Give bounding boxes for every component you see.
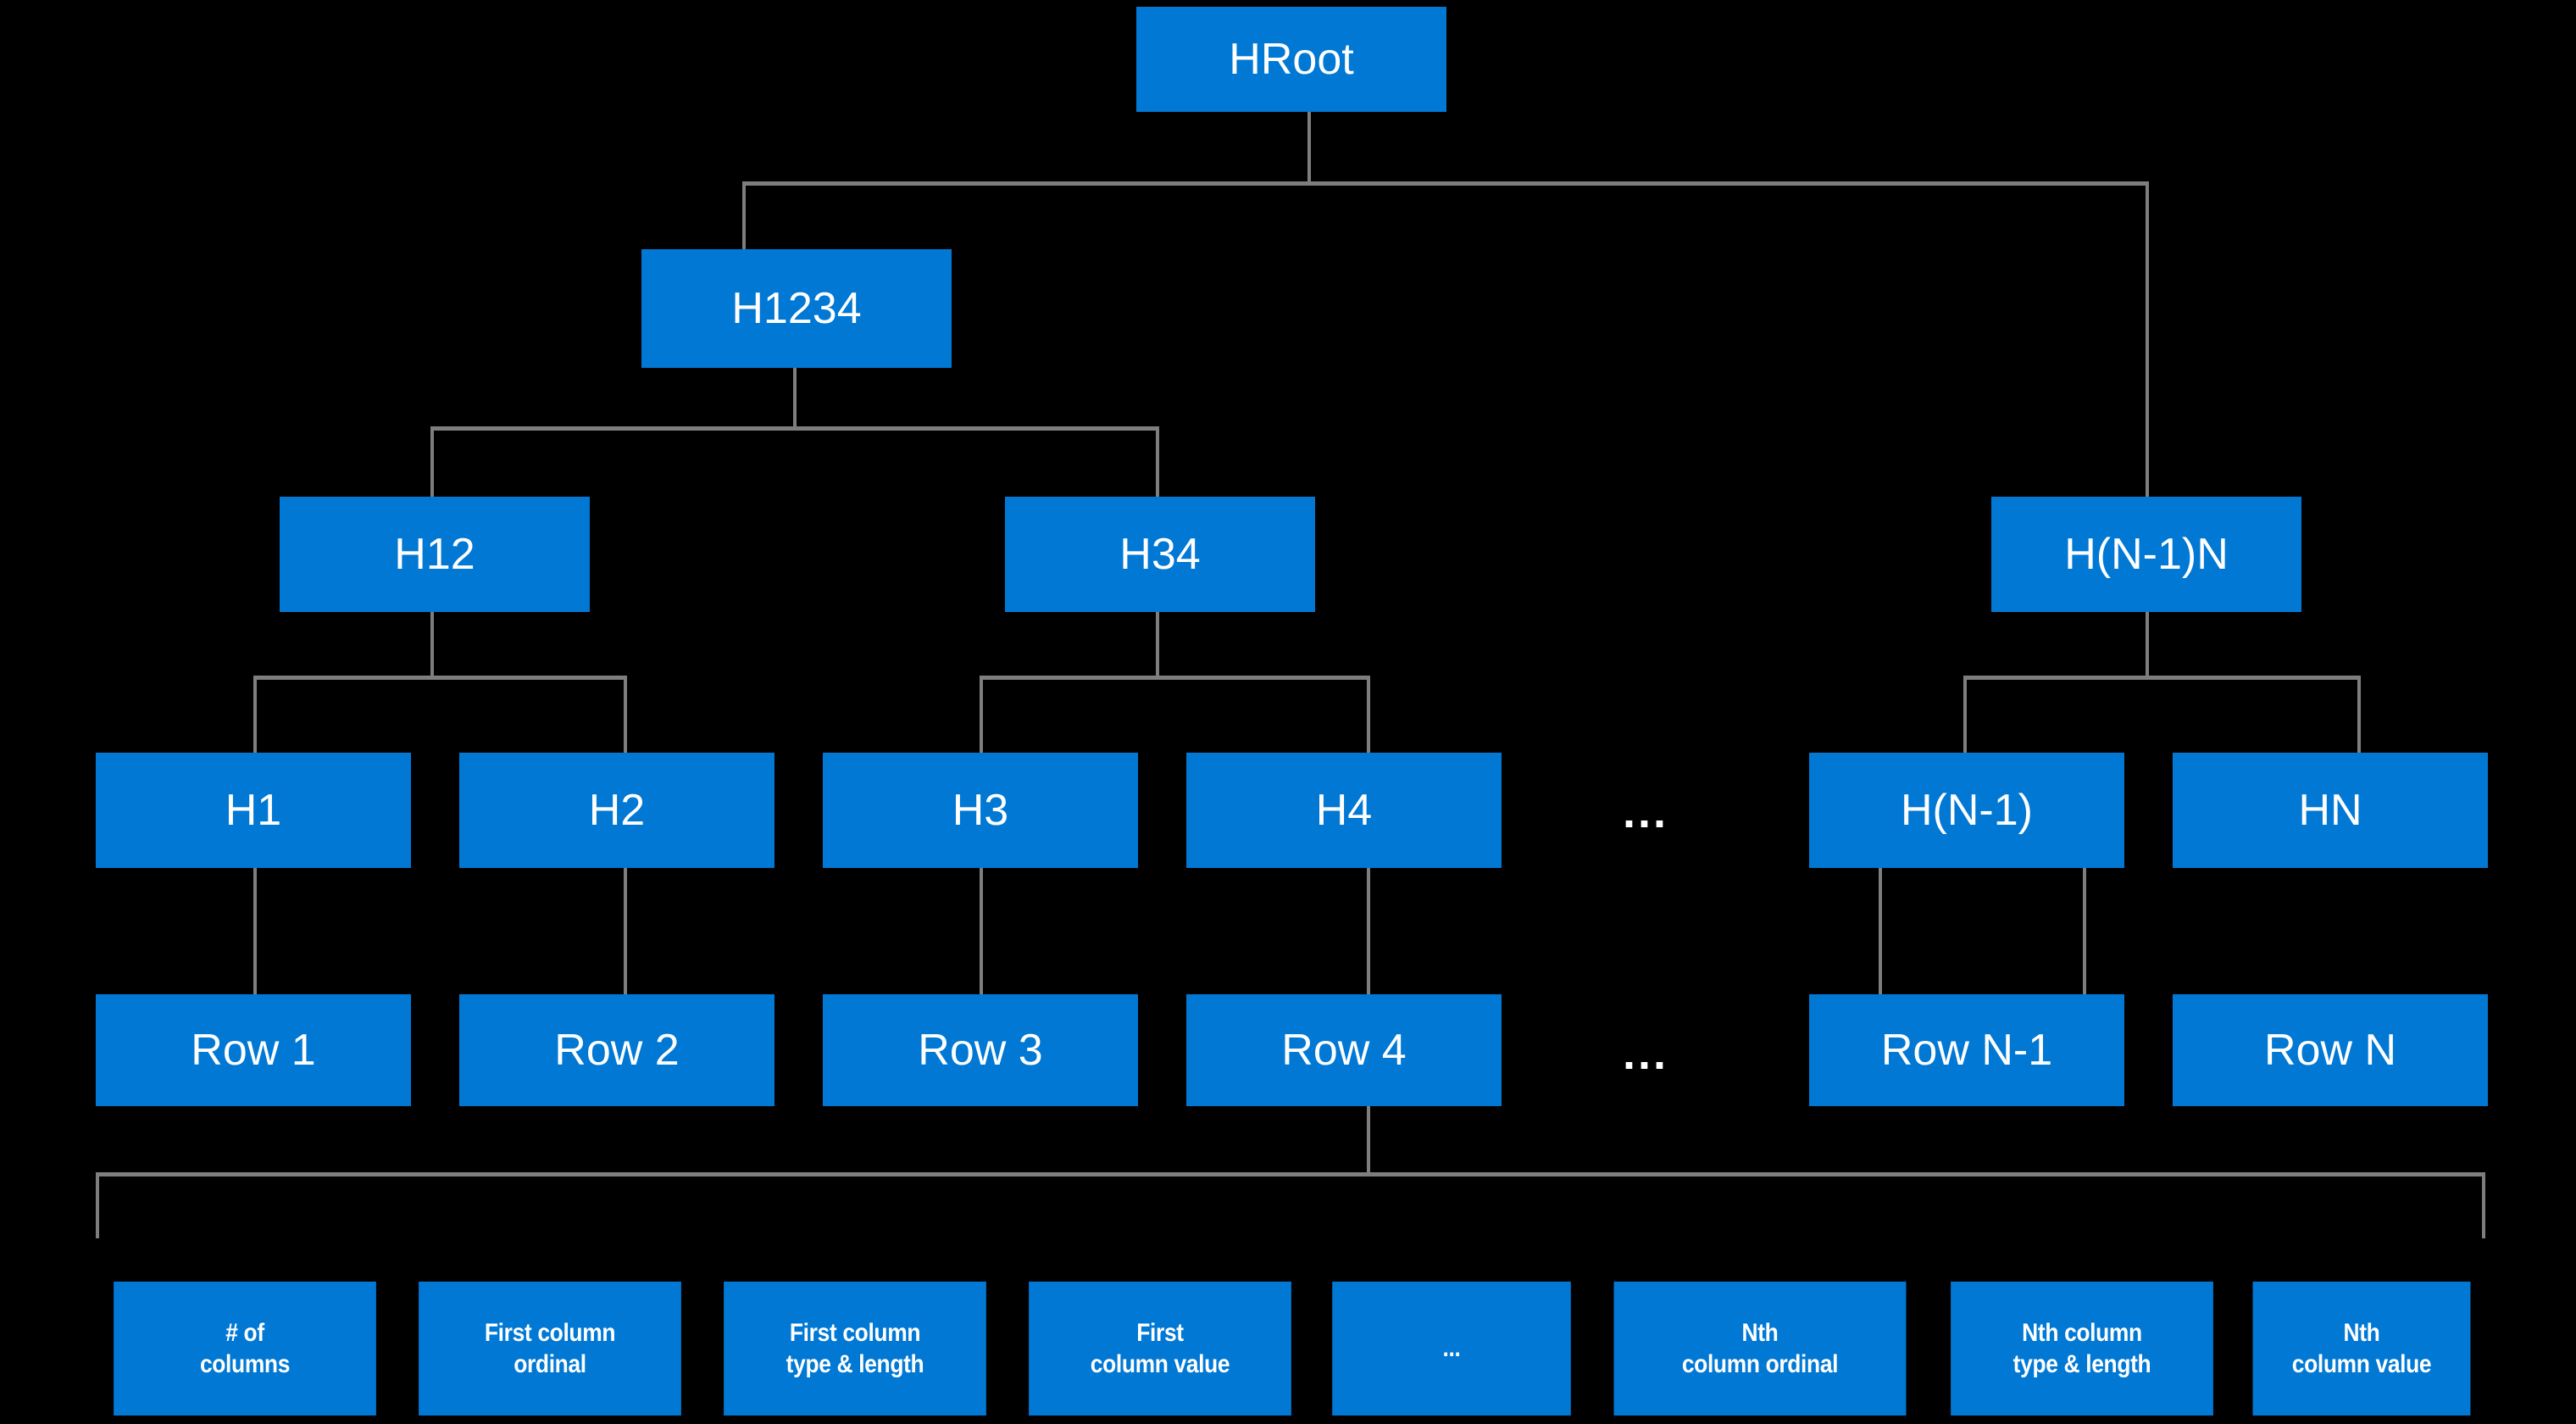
connector-h4-to-row4: [1367, 868, 1370, 995]
connector-h34-bus: [980, 676, 1370, 680]
cell-line-1: Nth column: [2022, 1318, 2142, 1347]
cell-line-2: column value: [1090, 1350, 1230, 1378]
cell-line-1: # of: [225, 1318, 264, 1347]
node-row-2[interactable]: Row 2: [459, 994, 774, 1106]
node-h12[interactable]: H12: [280, 497, 590, 612]
connector-h2-to-row2: [624, 868, 627, 995]
cell-line-2: column ordinal: [1681, 1350, 1839, 1378]
cell-line-2: ...: [1442, 1334, 1461, 1363]
connector-h12-bus: [254, 676, 627, 680]
connector-h1234-to-h12: [430, 426, 434, 498]
node-h1[interactable]: H1: [96, 753, 411, 868]
node-row-4[interactable]: Row 4: [1186, 994, 1502, 1106]
connector-hn1n-to-hn1: [1963, 676, 1967, 754]
connector-hn1n-stem: [2146, 612, 2149, 678]
connector-root-to-h1234: [742, 181, 746, 249]
node-hn[interactable]: HN: [2173, 753, 2488, 868]
connector-rowlayout-left-drop: [96, 1172, 99, 1238]
cell-line-2: ordinal: [514, 1350, 586, 1378]
connector-row4-stem: [1367, 1106, 1370, 1176]
node-row-n-1[interactable]: Row N-1: [1809, 994, 2124, 1106]
cell-line-1: Nth: [1741, 1318, 1779, 1347]
connector-hn1n-bus: [1964, 676, 2361, 680]
node-hn1[interactable]: H(N-1): [1809, 753, 2124, 868]
connector-h34-to-h3: [980, 676, 983, 754]
cell-line-2: column value: [2291, 1350, 2432, 1378]
connector-hn-to-rown: [2083, 868, 2086, 995]
row-layout-cell-first-column-value[interactable]: First column value: [1029, 1282, 1291, 1416]
connector-rowlayout-bus: [96, 1172, 2485, 1176]
cell-line-2: type & length: [786, 1350, 924, 1378]
row-layout-cell-nth-column-type-length[interactable]: Nth column type & length: [1951, 1282, 2213, 1416]
node-row-3[interactable]: Row 3: [823, 994, 1138, 1106]
connector-h34-to-h4: [1367, 676, 1370, 754]
node-h4[interactable]: H4: [1186, 753, 1502, 868]
node-h1234[interactable]: H1234: [641, 249, 952, 368]
connector-hn1-to-rown1: [1879, 868, 1882, 995]
cell-line-1: First column: [484, 1318, 616, 1347]
row-layout-cell-ellipsis[interactable]: ...: [1332, 1282, 1571, 1416]
node-h34[interactable]: H34: [1005, 497, 1315, 612]
connector-h34-stem: [1156, 612, 1159, 678]
cell-line-1: First column: [789, 1318, 921, 1347]
connector-h12-stem: [430, 612, 434, 678]
connector-h1234-to-h34: [1156, 426, 1159, 498]
row-layout-cell-first-column-type-length[interactable]: First column type & length: [724, 1282, 986, 1416]
connector-h1234-bus: [432, 426, 1159, 431]
node-row-n[interactable]: Row N: [2173, 994, 2488, 1106]
row-layout-cell-first-column-ordinal[interactable]: First column ordinal: [419, 1282, 681, 1416]
cell-line-1: Nth: [2343, 1318, 2380, 1347]
connector-root-bus: [744, 181, 2149, 186]
row-layout-cell-nth-column-ordinal[interactable]: Nth column ordinal: [1613, 1282, 1907, 1416]
cell-line-2: type & length: [2012, 1350, 2151, 1378]
node-hn1n[interactable]: H(N-1)N: [1991, 497, 2301, 612]
connector-h12-to-h2: [624, 676, 627, 754]
row-layout-cell-nth-column-value[interactable]: Nth column value: [2252, 1282, 2471, 1416]
node-row-1[interactable]: Row 1: [96, 994, 411, 1106]
cell-line-1: First: [1136, 1318, 1184, 1347]
connector-h1-to-row1: [253, 868, 257, 995]
node-hroot[interactable]: HRoot: [1136, 7, 1446, 112]
connector-h1234-stem: [793, 368, 797, 429]
level3-ellipsis: ...: [1622, 787, 1668, 837]
connector-root-stem: [1307, 112, 1311, 185]
node-h3[interactable]: H3: [823, 753, 1138, 868]
connector-hn1n-to-hn: [2357, 676, 2361, 754]
connector-root-to-hn1n: [2146, 181, 2149, 497]
node-h2[interactable]: H2: [459, 753, 774, 868]
connector-h3-to-row3: [980, 868, 983, 995]
connector-rowlayout-right-drop: [2482, 1172, 2485, 1238]
row-layout-cell-num-columns[interactable]: # of columns: [114, 1282, 376, 1416]
cell-line-2: columns: [199, 1350, 291, 1378]
rows-ellipsis: ...: [1622, 1028, 1668, 1079]
connector-h12-to-h1: [253, 676, 257, 754]
